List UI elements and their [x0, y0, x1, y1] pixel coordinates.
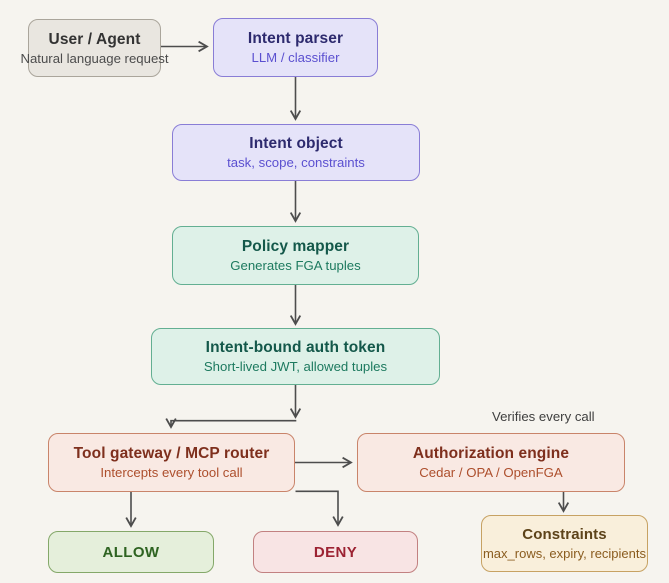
node-intent-parser: Intent parser LLM / classifier: [213, 18, 378, 77]
node-intent-parser-title: Intent parser: [247, 30, 344, 47]
node-constraints: Constraints max_rows, expiry, recipients: [481, 515, 648, 572]
node-intent-bound-auth-token: Intent-bound auth token Short-lived JWT,…: [151, 328, 440, 385]
node-auth-engine-subtitle: Cedar / OPA / OpenFGA: [419, 465, 563, 480]
verifies-every-call-label: Verifies every call: [492, 409, 595, 424]
node-tool-gateway-subtitle: Intercepts every tool call: [100, 465, 243, 480]
node-allow: ALLOW: [48, 531, 214, 573]
node-tool-gateway-title: Tool gateway / MCP router: [73, 445, 270, 462]
node-auth-token-subtitle: Short-lived JWT, allowed tuples: [203, 359, 388, 374]
node-intent-object-title: Intent object: [249, 135, 343, 152]
arrow-gateway-to-deny: [295, 490, 344, 527]
node-constraints-subtitle: max_rows, expiry, recipients: [482, 546, 647, 561]
node-policy-mapper-title: Policy mapper: [241, 238, 350, 255]
node-intent-object-subtitle: task, scope, constraints: [227, 155, 365, 170]
arrow-elbow-to-gateway: [165, 418, 297, 429]
node-allow-label: ALLOW: [102, 543, 160, 561]
node-intent-object: Intent object task, scope, constraints: [172, 124, 420, 181]
node-user-agent: User / Agent Natural language request: [20, 19, 169, 77]
node-policy-mapper-subtitle: Generates FGA tuples: [230, 258, 361, 273]
node-user-agent-subtitle: Natural language request: [20, 50, 169, 66]
node-auth-engine-title: Authorization engine: [412, 445, 570, 462]
node-intent-parser-subtitle: LLM / classifier: [251, 50, 340, 65]
node-tool-gateway: Tool gateway / MCP router Intercepts eve…: [48, 433, 295, 492]
node-authorization-engine: Authorization engine Cedar / OPA / OpenF…: [357, 433, 625, 492]
node-policy-mapper: Policy mapper Generates FGA tuples: [172, 226, 419, 285]
node-user-agent-title: User / Agent: [48, 30, 141, 48]
node-deny-label: DENY: [313, 543, 358, 561]
node-deny: DENY: [253, 531, 418, 573]
node-constraints-title: Constraints: [522, 526, 607, 543]
node-auth-token-title: Intent-bound auth token: [205, 339, 386, 356]
